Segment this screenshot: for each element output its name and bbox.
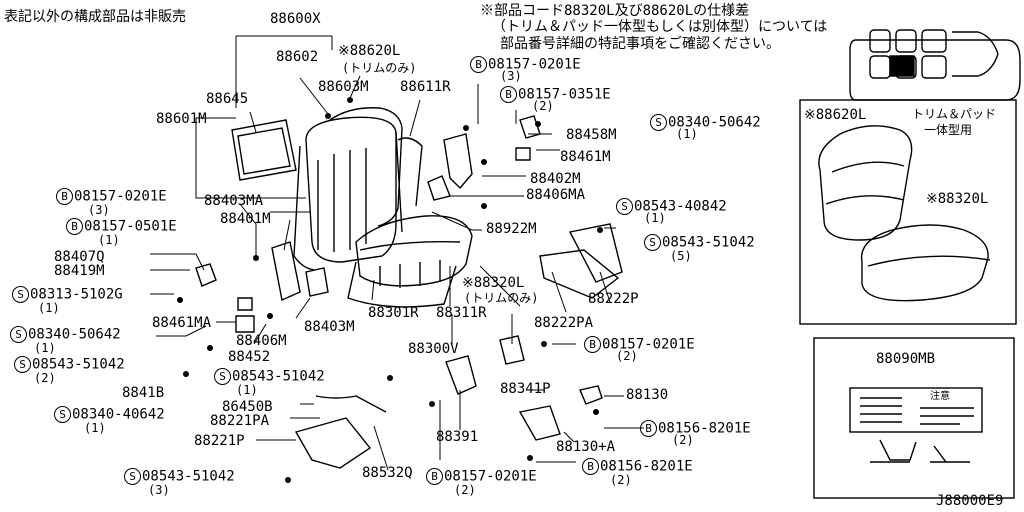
part-88601M: 88601M [156,111,207,127]
inset-seat-cushion-icon [860,224,991,302]
part-88407Q: 88407Q [54,249,105,265]
part-88403MA: 88403MA [204,193,264,209]
part-88401M: 88401M [220,211,271,227]
fastener-qty: (2) [454,483,476,497]
inset-part-88090MB: 88090MB [876,351,936,367]
fastener-qty: (1) [38,301,60,315]
note-spec-2: （トリム＆パッド一体型もしくは別体型）については [492,19,828,35]
part-88320L-sub: (トリムのみ) [464,291,539,305]
fastener-qty: (3) [500,69,522,83]
fastener-qty: (1) [84,421,106,435]
part-88603M: 88603M [318,79,369,95]
fastener-qty: (1) [236,383,258,397]
part-88130: 88130 [626,387,669,403]
part-88311R: 88311R [436,305,487,321]
fastener-qty: (2) [616,349,638,363]
fastener-qty: (2) [672,433,694,447]
part-88461MA: 88461MA [152,315,212,331]
part-8841B: 8841B [122,385,165,401]
part-88452: 88452 [228,349,271,365]
part-88222PA: 88222PA [534,315,594,331]
fastener-qty: (2) [34,371,56,385]
part-88402M: 88402M [530,171,581,187]
fastener-qty: (1) [98,233,120,247]
part-88620L: ※88620L [338,43,401,59]
part-88406MA: 88406MA [526,187,586,203]
fastener-qty: (2) [532,99,554,113]
fastener-qty: (1) [644,211,666,225]
part-88922M: 88922M [486,221,537,237]
part-88458M: 88458M [566,127,617,143]
part-88301R: 88301R [368,305,419,321]
part-88130A: 88130+A [556,439,616,455]
fastener-qty: (2) [610,473,632,487]
fastener-qty: (3) [88,203,110,217]
fastener-qty: (1) [676,127,698,141]
inset-seat-back-icon [818,125,913,241]
note-non-sale: 表記以外の構成部品は非販売 [4,9,186,25]
fastener-qty: (1) [34,341,56,355]
part-88532Q: 88532Q [362,465,413,481]
part-88461M: 88461M [560,149,611,165]
note-spec-3: 部品番号詳細の特記事項をご確認ください。 [500,36,780,52]
note-spec-1: ※部品コード88320L及び88620Lの仕様差 [480,3,750,19]
part-88645: 88645 [206,91,249,107]
drawing-number: J88000E9 [936,493,1004,509]
vehicle-locator-icon [849,29,1021,101]
part-88320L: ※88320L [462,275,525,291]
part-88600X: 88600X [270,11,321,27]
seat-cushion-icon [347,215,473,308]
part-88391: 88391 [436,429,479,445]
part-88221PA: 88221PA [210,413,270,429]
part-88341P: 88341P [500,381,551,397]
part-88611R: 88611R [400,79,451,95]
part-88419M: 88419M [54,263,105,279]
seat-back-frame-icon [293,116,403,271]
part-88602: 88602 [276,49,319,65]
part-88403M: 88403M [304,319,355,335]
inset-note-1: トリム＆パッド [912,107,997,121]
inset-part-88320L: ※88320L [926,191,989,207]
part-88406M: 88406M [236,333,287,349]
part-88620L-sub: (トリムのみ) [342,61,417,75]
part-86450B: 86450B [222,399,273,415]
fastener-qty: (5) [670,249,692,263]
part-88221P: 88221P [194,433,245,449]
part-88222P: 88222P [588,291,639,307]
label-heading: 注意 [930,391,950,402]
inset-note-2: 一体型用 [924,123,973,137]
fastener-qty: (3) [148,483,170,497]
inset-part-88620L: ※88620L [804,107,867,123]
part-88300V: 88300V [408,341,459,357]
